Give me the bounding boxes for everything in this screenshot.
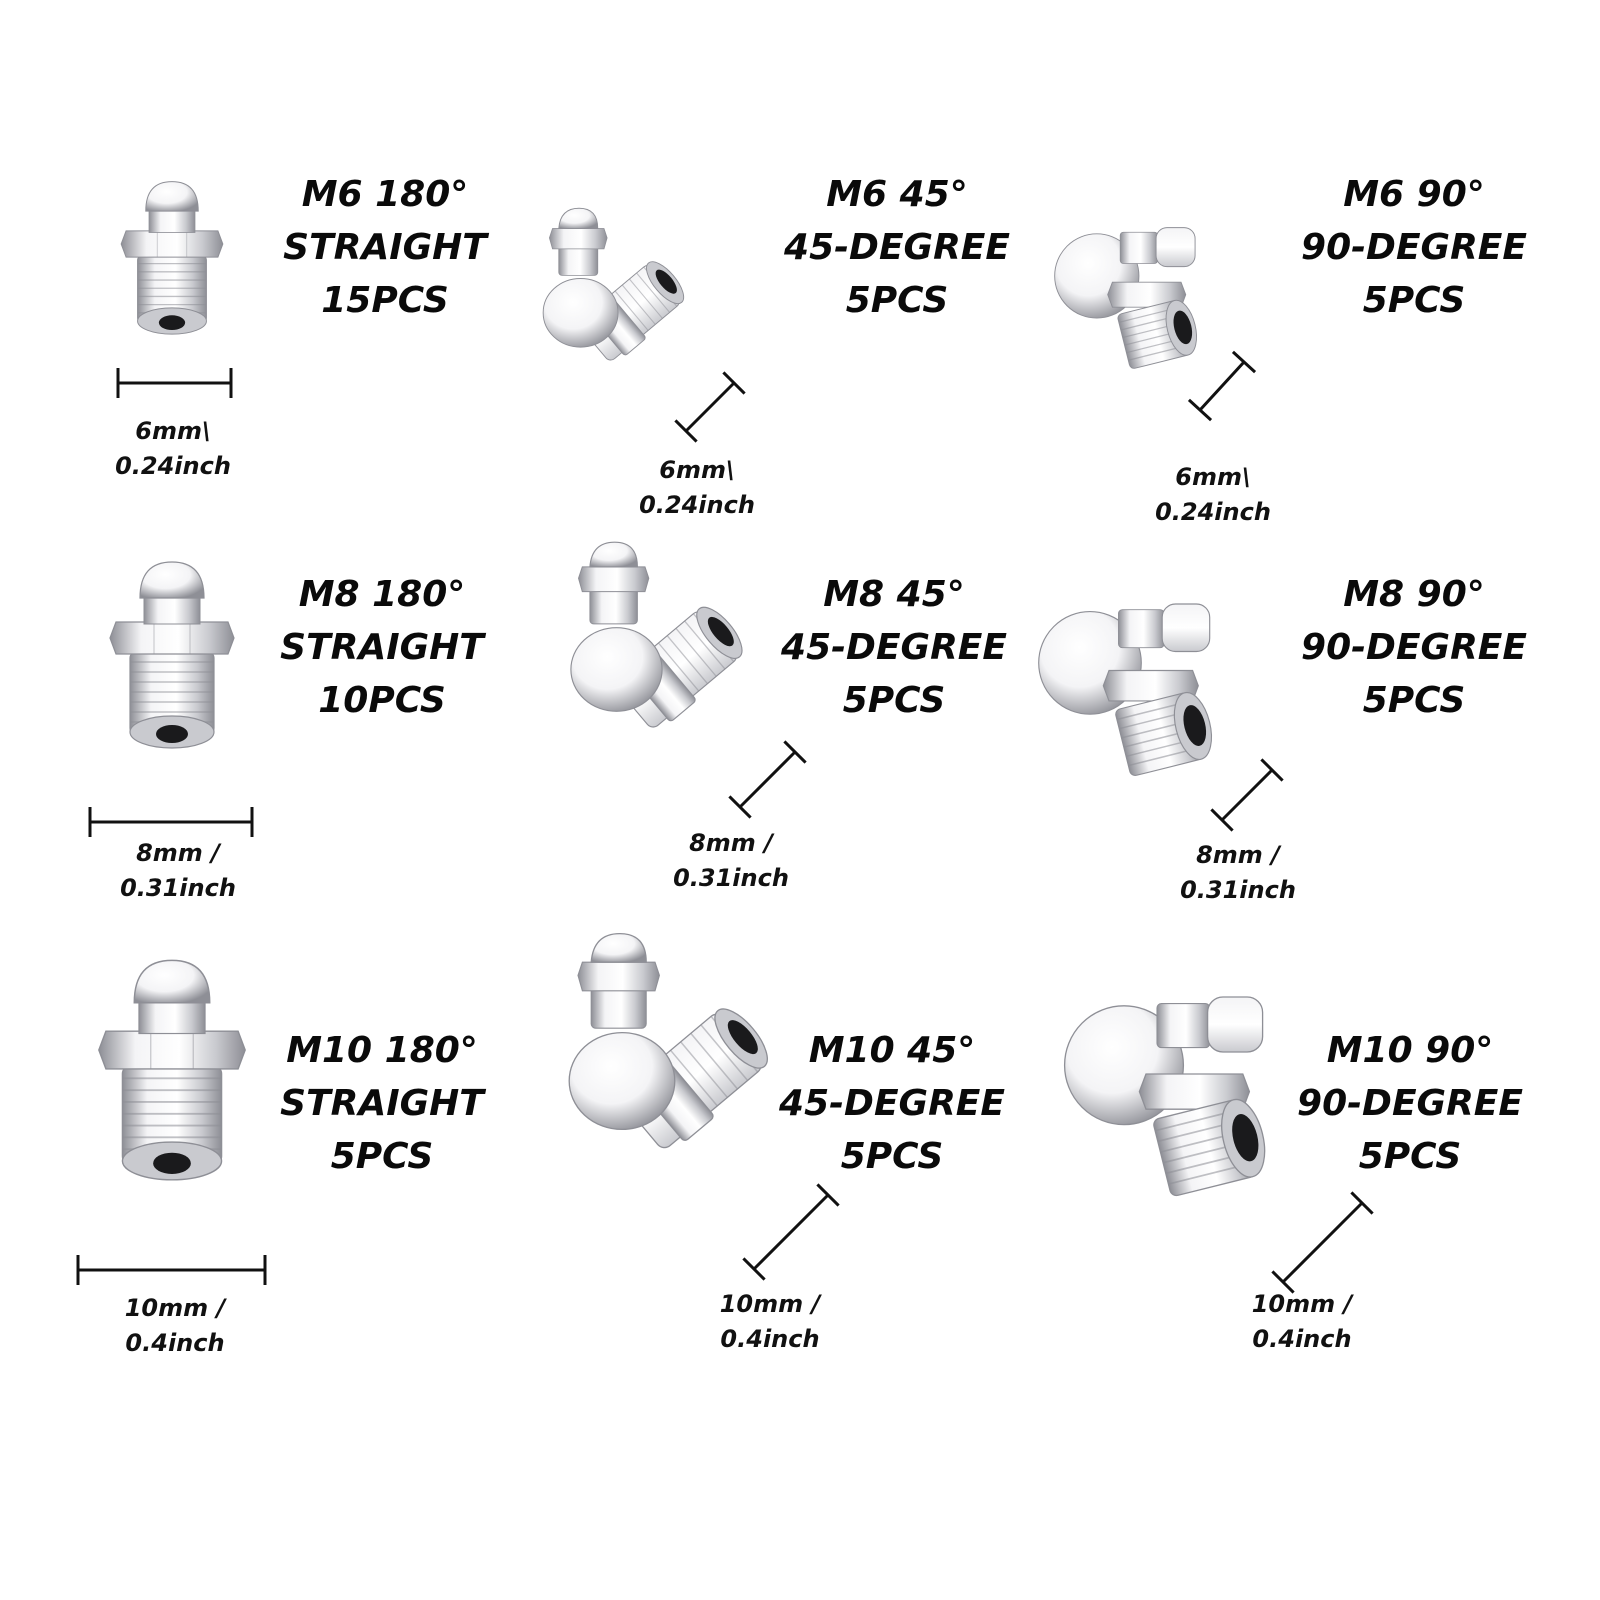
dimension-mm: 8mm /: [1196, 841, 1280, 869]
fitting-spec-label: M10 45° 45-DEGREE 5PCS: [762, 1024, 1022, 1183]
fitting-spec-label: M6 180° STRAIGHT 15PCS: [255, 168, 515, 327]
measurement-ruler: [1271, 1191, 1374, 1294]
fitting-spec-label: M8 45° 45-DEGREE 5PCS: [764, 568, 1024, 727]
fitting-type: STRAIGHT: [280, 627, 484, 668]
dimension-inch: 0.24inch: [1155, 498, 1271, 526]
measurement-ruler: [116, 368, 233, 398]
45-degree-grease-fitting-image: [570, 541, 743, 728]
thread-dimension: 8mm / 0.31inch: [78, 836, 278, 906]
fitting-quantity: 5PCS: [1362, 680, 1466, 721]
dimension-mm: 6mm\: [659, 456, 735, 484]
dimension-mm: 10mm /: [1251, 1290, 1353, 1318]
dimension-inch: 0.4inch: [125, 1329, 225, 1357]
measurement-ruler: [728, 740, 807, 819]
fitting-size-angle: M8 90°: [1343, 574, 1485, 615]
90-degree-grease-fitting-image: [1063, 996, 1266, 1197]
fitting-size-angle: M10 180°: [286, 1030, 478, 1071]
thread-dimension: 6mm\ 0.24inch: [73, 414, 273, 484]
dimension-inch: 0.4inch: [720, 1325, 820, 1353]
fitting-size-angle: M8 45°: [823, 574, 965, 615]
dimension-mm: 6mm\: [1175, 463, 1251, 491]
fitting-size-angle: M8 180°: [298, 574, 466, 615]
fitting-spec-label: M10 90° 90-DEGREE 5PCS: [1280, 1024, 1540, 1183]
45-degree-grease-fitting-image: [568, 932, 768, 1149]
fitting-spec-label: M6 45° 45-DEGREE 5PCS: [767, 168, 1027, 327]
thread-dimension: 8mm / 0.31inch: [631, 826, 831, 896]
dimension-mm: 8mm /: [136, 839, 220, 867]
thread-dimension: 8mm / 0.31inch: [1138, 838, 1338, 908]
fitting-quantity: 5PCS: [845, 280, 949, 321]
dimension-inch: 0.24inch: [115, 452, 231, 480]
fitting-type: 45-DEGREE: [784, 227, 1010, 268]
dimension-inch: 0.31inch: [1180, 876, 1296, 904]
straight-grease-fitting-image: [109, 561, 235, 749]
measurement-ruler: [1187, 350, 1257, 422]
fitting-size-angle: M6 90°: [1343, 174, 1485, 215]
fitting-size-angle: M10 45°: [808, 1030, 976, 1071]
dimension-inch: 0.24inch: [639, 491, 755, 519]
thread-dimension: 6mm\ 0.24inch: [1113, 460, 1313, 530]
dimension-mm: 8mm /: [689, 829, 773, 857]
measurement-ruler: [1210, 758, 1284, 832]
45-degree-grease-fitting-image: [542, 207, 685, 361]
fitting-type: 90-DEGREE: [1301, 627, 1527, 668]
fitting-quantity: 15PCS: [321, 280, 449, 321]
measurement-ruler: [76, 1255, 267, 1285]
measurement-ruler: [674, 371, 746, 443]
fitting-type: 90-DEGREE: [1301, 227, 1527, 268]
fitting-type: STRAIGHT: [280, 1083, 484, 1124]
dimension-inch: 0.31inch: [673, 864, 789, 892]
measurement-ruler: [742, 1183, 840, 1281]
fitting-quantity: 5PCS: [1362, 280, 1466, 321]
thread-dimension: 10mm / 0.4inch: [75, 1291, 275, 1361]
fitting-type: STRAIGHT: [283, 227, 487, 268]
fitting-quantity: 5PCS: [1358, 1136, 1462, 1177]
fitting-quantity: 5PCS: [330, 1136, 434, 1177]
dimension-mm: 10mm /: [124, 1294, 226, 1322]
fitting-quantity: 5PCS: [842, 680, 946, 721]
90-degree-grease-fitting-image: [1038, 603, 1213, 776]
fitting-type: 90-DEGREE: [1297, 1083, 1523, 1124]
dimension-inch: 0.4inch: [1252, 1325, 1352, 1353]
fitting-type: 45-DEGREE: [779, 1083, 1005, 1124]
straight-grease-fitting-image: [120, 181, 224, 335]
fitting-size-angle: M6 45°: [826, 174, 968, 215]
dimension-mm: 10mm /: [719, 1290, 821, 1318]
fitting-size-angle: M10 90°: [1326, 1030, 1494, 1071]
fitting-quantity: 10PCS: [318, 680, 446, 721]
straight-grease-fitting-image: [98, 959, 246, 1181]
measurement-ruler: [88, 807, 254, 837]
thread-dimension: 6mm\ 0.24inch: [597, 453, 797, 523]
dimension-mm: 6mm\: [135, 417, 211, 445]
fitting-spec-label: M8 90° 90-DEGREE 5PCS: [1284, 568, 1544, 727]
thread-dimension: 10mm / 0.4inch: [670, 1287, 870, 1357]
dimension-inch: 0.31inch: [120, 874, 236, 902]
fitting-quantity: 5PCS: [840, 1136, 944, 1177]
fitting-type: 45-DEGREE: [781, 627, 1007, 668]
fitting-spec-label: M10 180° STRAIGHT 5PCS: [252, 1024, 512, 1183]
fitting-spec-label: M8 180° STRAIGHT 10PCS: [252, 568, 512, 727]
fitting-spec-label: M6 90° 90-DEGREE 5PCS: [1284, 168, 1544, 327]
fitting-size-angle: M6 180°: [301, 174, 469, 215]
thread-dimension: 10mm / 0.4inch: [1202, 1287, 1402, 1357]
90-degree-grease-fitting-image: [1054, 227, 1197, 369]
